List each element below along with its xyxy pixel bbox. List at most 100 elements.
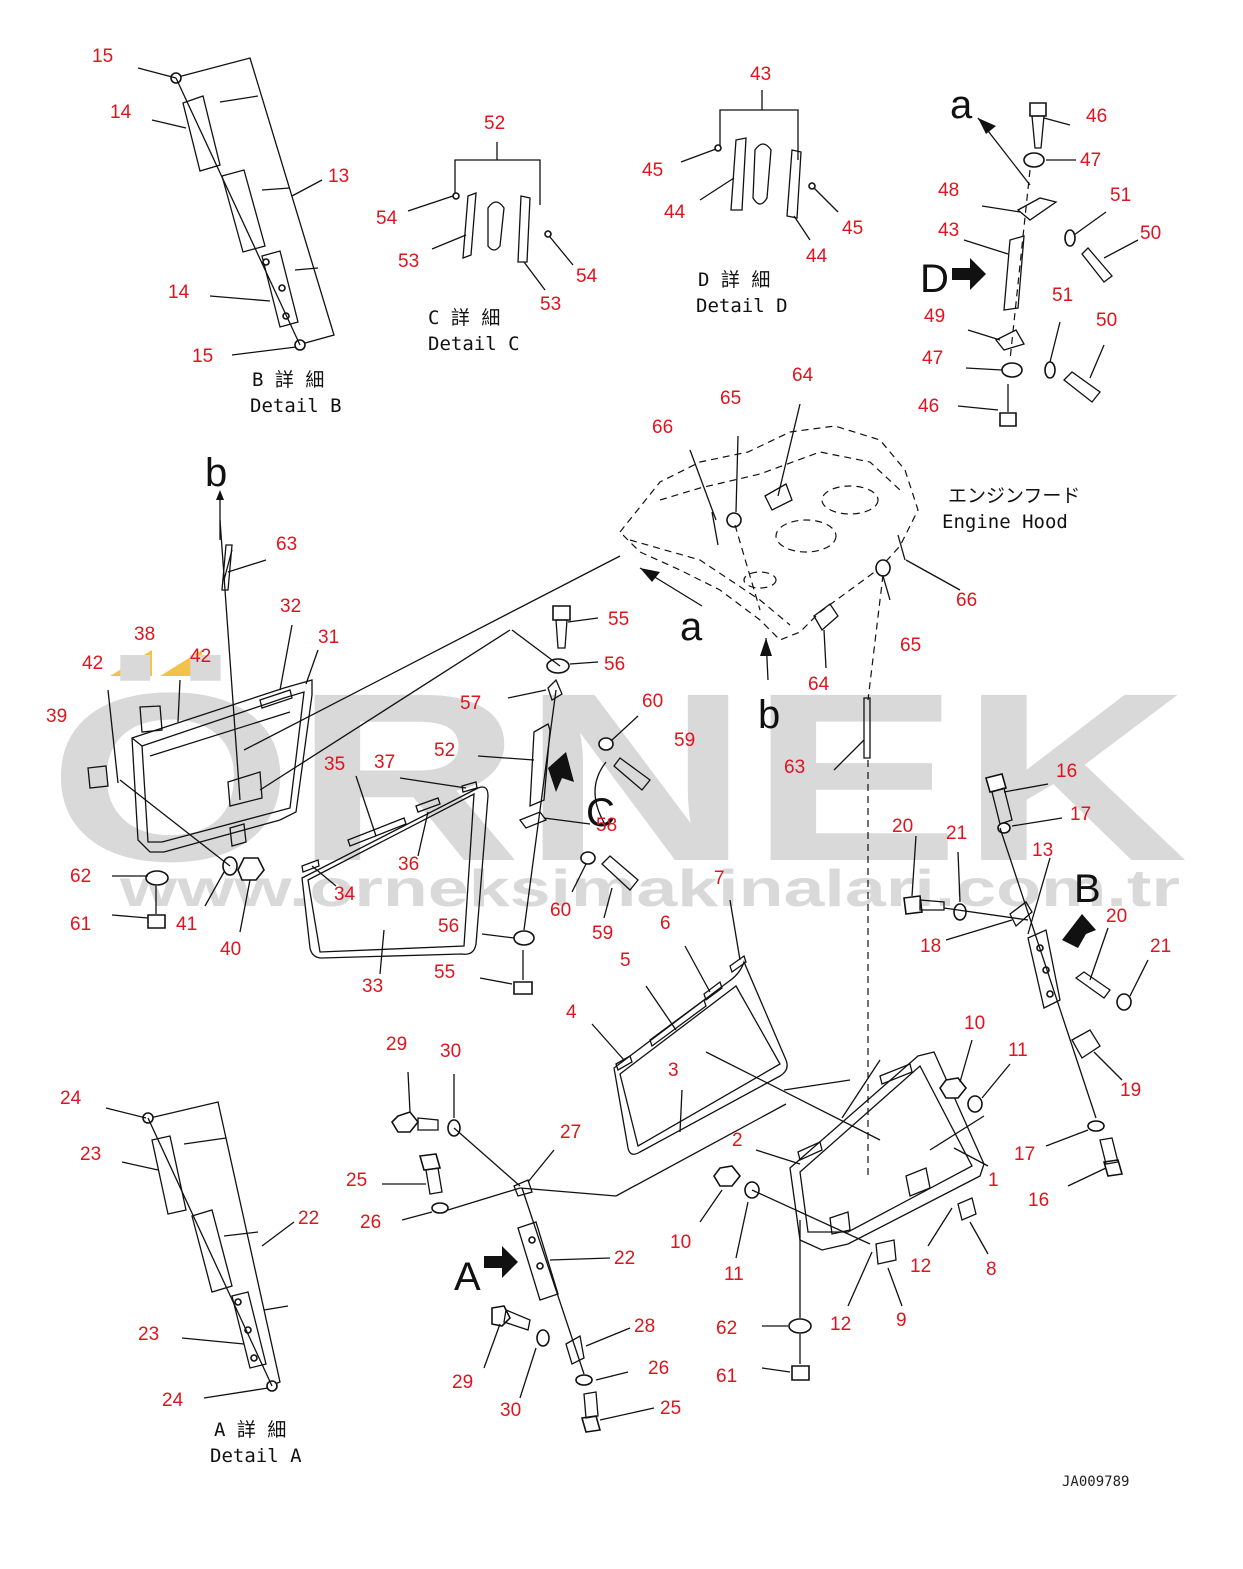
part-27-bracket xyxy=(513,1179,533,1197)
callout-label: 10 xyxy=(964,1013,985,1034)
part-2-strip xyxy=(879,1063,913,1085)
callout-label: 2 xyxy=(732,1130,743,1151)
callout-label: 50 xyxy=(1140,223,1161,244)
detail-a xyxy=(105,1101,295,1399)
callout-label: 18 xyxy=(920,936,941,957)
callout-label: 13 xyxy=(328,166,349,187)
callout-label: 58 xyxy=(596,815,617,836)
callout-label: 57 xyxy=(460,693,481,714)
callout-label: 49 xyxy=(924,306,945,327)
callout-label: 43 xyxy=(938,220,959,241)
callout-label: 44 xyxy=(806,246,828,267)
callout-label: 3 xyxy=(668,1060,679,1081)
callout-label: 29 xyxy=(452,1372,473,1393)
callout-label: 42 xyxy=(82,653,103,674)
callout-label: 62 xyxy=(716,1318,737,1339)
callout-label: 16 xyxy=(1028,1190,1049,1211)
part-34-seal-strip xyxy=(301,859,320,873)
callout-label: 51 xyxy=(1052,285,1073,306)
view-marker-D: D xyxy=(920,257,949,301)
caption-detail-a-jp: A 詳 細 xyxy=(214,1419,286,1441)
callout-label: 55 xyxy=(434,962,455,983)
callout-label: 62 xyxy=(70,866,91,887)
callout-label: 26 xyxy=(648,1358,669,1379)
caption-engine-hood-en: Engine Hood xyxy=(942,511,1068,533)
view-marker-B: B xyxy=(1074,867,1101,911)
callout-label: 20 xyxy=(1106,906,1127,927)
part-52-bracket xyxy=(487,201,505,251)
callout-label: 14 xyxy=(110,102,132,123)
callout-label: 12 xyxy=(910,1256,931,1277)
callout-label: 23 xyxy=(80,1144,101,1165)
seal-3 xyxy=(591,899,788,1155)
callout-label: 45 xyxy=(842,218,863,239)
watermark-url: www.orneksimakinalari.com.tr xyxy=(119,860,1180,918)
callout-label: 28 xyxy=(634,1316,655,1337)
part-4-seal-strip xyxy=(615,1055,633,1071)
callout-label: 53 xyxy=(398,251,419,272)
view-marker-a-top: a xyxy=(950,83,973,127)
callout-label: 41 xyxy=(176,914,197,935)
callout-label: 25 xyxy=(660,1398,681,1419)
callout-label: 21 xyxy=(1150,936,1171,957)
callout-label: 15 xyxy=(192,346,213,367)
caption-detail-a-en: Detail A xyxy=(210,1445,302,1467)
part-64-stud xyxy=(764,483,793,511)
callout-label: 47 xyxy=(922,348,943,369)
callout-label: 16 xyxy=(1056,761,1077,782)
captions: B 詳 細 Detail B C 詳 細 Detail C D 詳 細 Deta… xyxy=(210,269,1129,1490)
part-29-bolt xyxy=(417,1117,439,1131)
callout-label: 59 xyxy=(674,730,695,751)
center-damper xyxy=(477,605,651,995)
caption-detail-c-en: Detail C xyxy=(428,333,520,355)
callout-label: 36 xyxy=(398,854,419,875)
part-door-latch xyxy=(905,1167,931,1197)
callout-label: 55 xyxy=(608,609,629,630)
caption-detail-b-en: Detail B xyxy=(250,395,342,417)
part-door-latch xyxy=(227,771,263,807)
part-14-hinge xyxy=(182,95,221,172)
callout-label: 46 xyxy=(1086,106,1107,127)
callout-label: 56 xyxy=(604,654,625,675)
part-10-nut xyxy=(939,1077,968,1099)
seal-33 xyxy=(301,775,489,975)
callout-label: 53 xyxy=(540,294,561,315)
callout-label: 8 xyxy=(986,1259,997,1280)
part-33-seal xyxy=(301,786,489,959)
callout-label: 56 xyxy=(438,916,459,937)
part-13-plate-right xyxy=(1027,929,1061,1009)
part-17-washer xyxy=(997,822,1011,834)
part-43-rod xyxy=(1003,235,1025,311)
callout-label: 63 xyxy=(276,534,297,555)
callout-label: 44 xyxy=(664,202,686,223)
detail-d xyxy=(680,90,839,241)
part-57-bracket xyxy=(547,678,563,701)
part-16-bolt xyxy=(991,787,1013,825)
callout-label: 37 xyxy=(374,752,395,773)
callout-label: 19 xyxy=(1120,1080,1141,1101)
callout-label: 54 xyxy=(576,266,598,287)
part-22-plate-center xyxy=(517,1221,559,1301)
callout-label: 5 xyxy=(620,950,631,971)
callout-label: 6 xyxy=(660,913,671,934)
view-marker-b-mid: b xyxy=(758,693,780,737)
part-63-stay-rod xyxy=(221,544,233,591)
part-1-door-frame xyxy=(789,1051,985,1251)
part-38-clip xyxy=(139,705,163,733)
callout-label: 29 xyxy=(386,1034,407,1055)
part-58-bracket xyxy=(518,811,548,829)
document-code: JA009789 xyxy=(1062,1474,1129,1490)
view-marker-b-top: b xyxy=(205,451,227,495)
callout-label: 38 xyxy=(134,624,155,645)
part-14-hinge-lower xyxy=(261,250,299,328)
part-31-door-frame xyxy=(131,679,313,853)
part-28-bracket xyxy=(565,1334,585,1365)
right-hinge xyxy=(903,773,1149,1187)
watermark: ÖRNEK www.orneksimakinalari.com.tr xyxy=(48,643,1188,918)
callout-label: 15 xyxy=(92,46,113,67)
callout-label: 40 xyxy=(220,939,241,960)
callout-label: 59 xyxy=(592,923,613,944)
callout-label: 48 xyxy=(938,180,959,201)
callout-label: 32 xyxy=(280,596,301,617)
